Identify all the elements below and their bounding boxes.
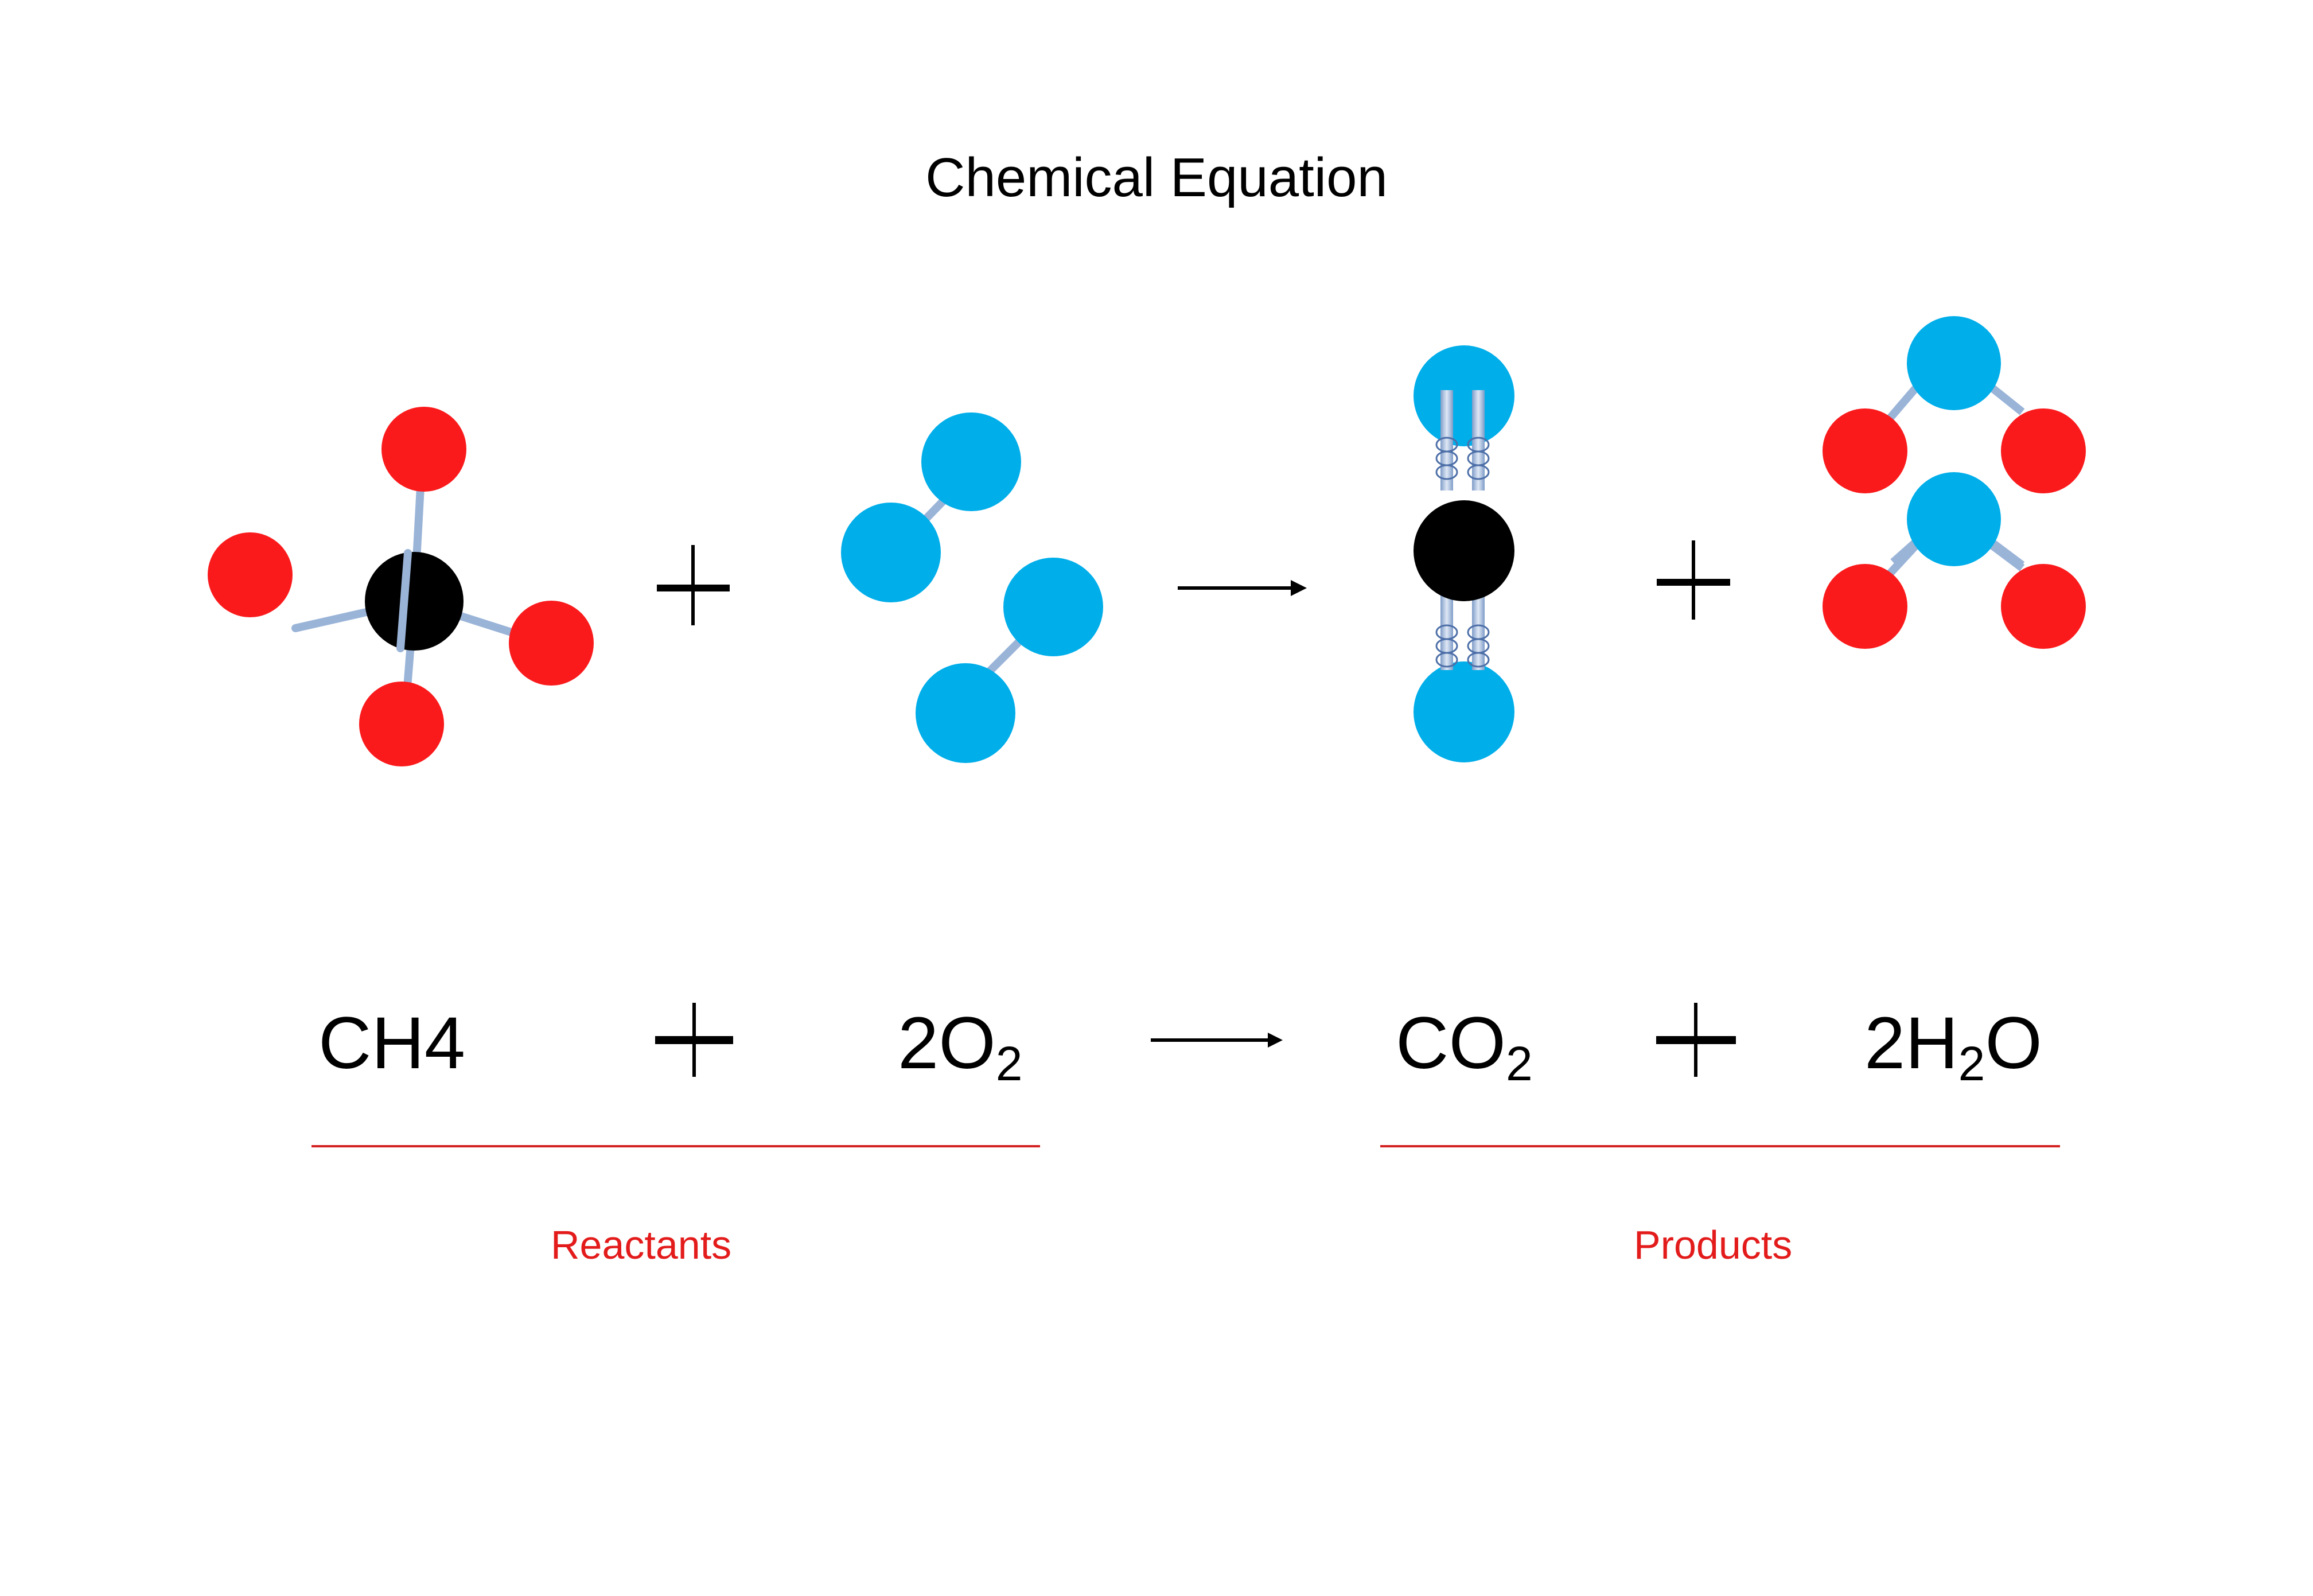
formula-arrow-icon bbox=[1151, 1033, 1283, 1048]
formula-methane: CH4 bbox=[318, 1002, 466, 1084]
oxygen-atom bbox=[1907, 316, 2001, 410]
formula-plus-icon bbox=[655, 1003, 733, 1077]
oxygen-molecule bbox=[841, 412, 1021, 602]
products-divider bbox=[1380, 1145, 2060, 1147]
oxygen-atom bbox=[1414, 661, 1514, 762]
oxygen-atom bbox=[916, 663, 1015, 763]
hydrogen-atom bbox=[381, 407, 466, 492]
oxygen-atom bbox=[921, 412, 1021, 511]
oxygen-atom bbox=[841, 503, 941, 602]
hydrogen-atom bbox=[2001, 408, 2086, 493]
formula-oxygen: 2O2 bbox=[898, 1002, 1023, 1091]
plus-icon bbox=[1657, 540, 1730, 620]
formula-water: 2H2O bbox=[1864, 1002, 2042, 1091]
page-title: Chemical Equation bbox=[925, 147, 1388, 208]
reactants-divider bbox=[311, 1145, 1040, 1147]
carbon-dioxide-molecule bbox=[1414, 345, 1514, 762]
products-label: Products bbox=[1634, 1223, 1793, 1267]
hydrogen-atom bbox=[1823, 408, 1907, 493]
formula-carbon-dioxide: CO2 bbox=[1396, 1002, 1533, 1091]
methane-molecule bbox=[208, 407, 594, 766]
hydrogen-atom bbox=[208, 532, 293, 617]
hydrogen-atom bbox=[2001, 564, 2086, 649]
oxygen-atom bbox=[1003, 558, 1103, 656]
carbon-atom bbox=[365, 552, 464, 651]
reactants-label: Reactants bbox=[551, 1223, 732, 1267]
hydrogen-atom bbox=[509, 601, 594, 686]
formula-plus-icon bbox=[1656, 1003, 1736, 1077]
oxygen-atom bbox=[1414, 345, 1514, 446]
carbon-atom bbox=[1414, 500, 1514, 601]
oxygen-molecule bbox=[916, 558, 1103, 763]
hydrogen-atom bbox=[359, 682, 444, 766]
reaction-arrow-icon bbox=[1178, 580, 1307, 596]
plus-icon bbox=[657, 545, 730, 625]
oxygen-atom bbox=[1907, 472, 2001, 566]
water-molecule bbox=[1823, 472, 2086, 649]
hydrogen-atom bbox=[1823, 564, 1907, 649]
